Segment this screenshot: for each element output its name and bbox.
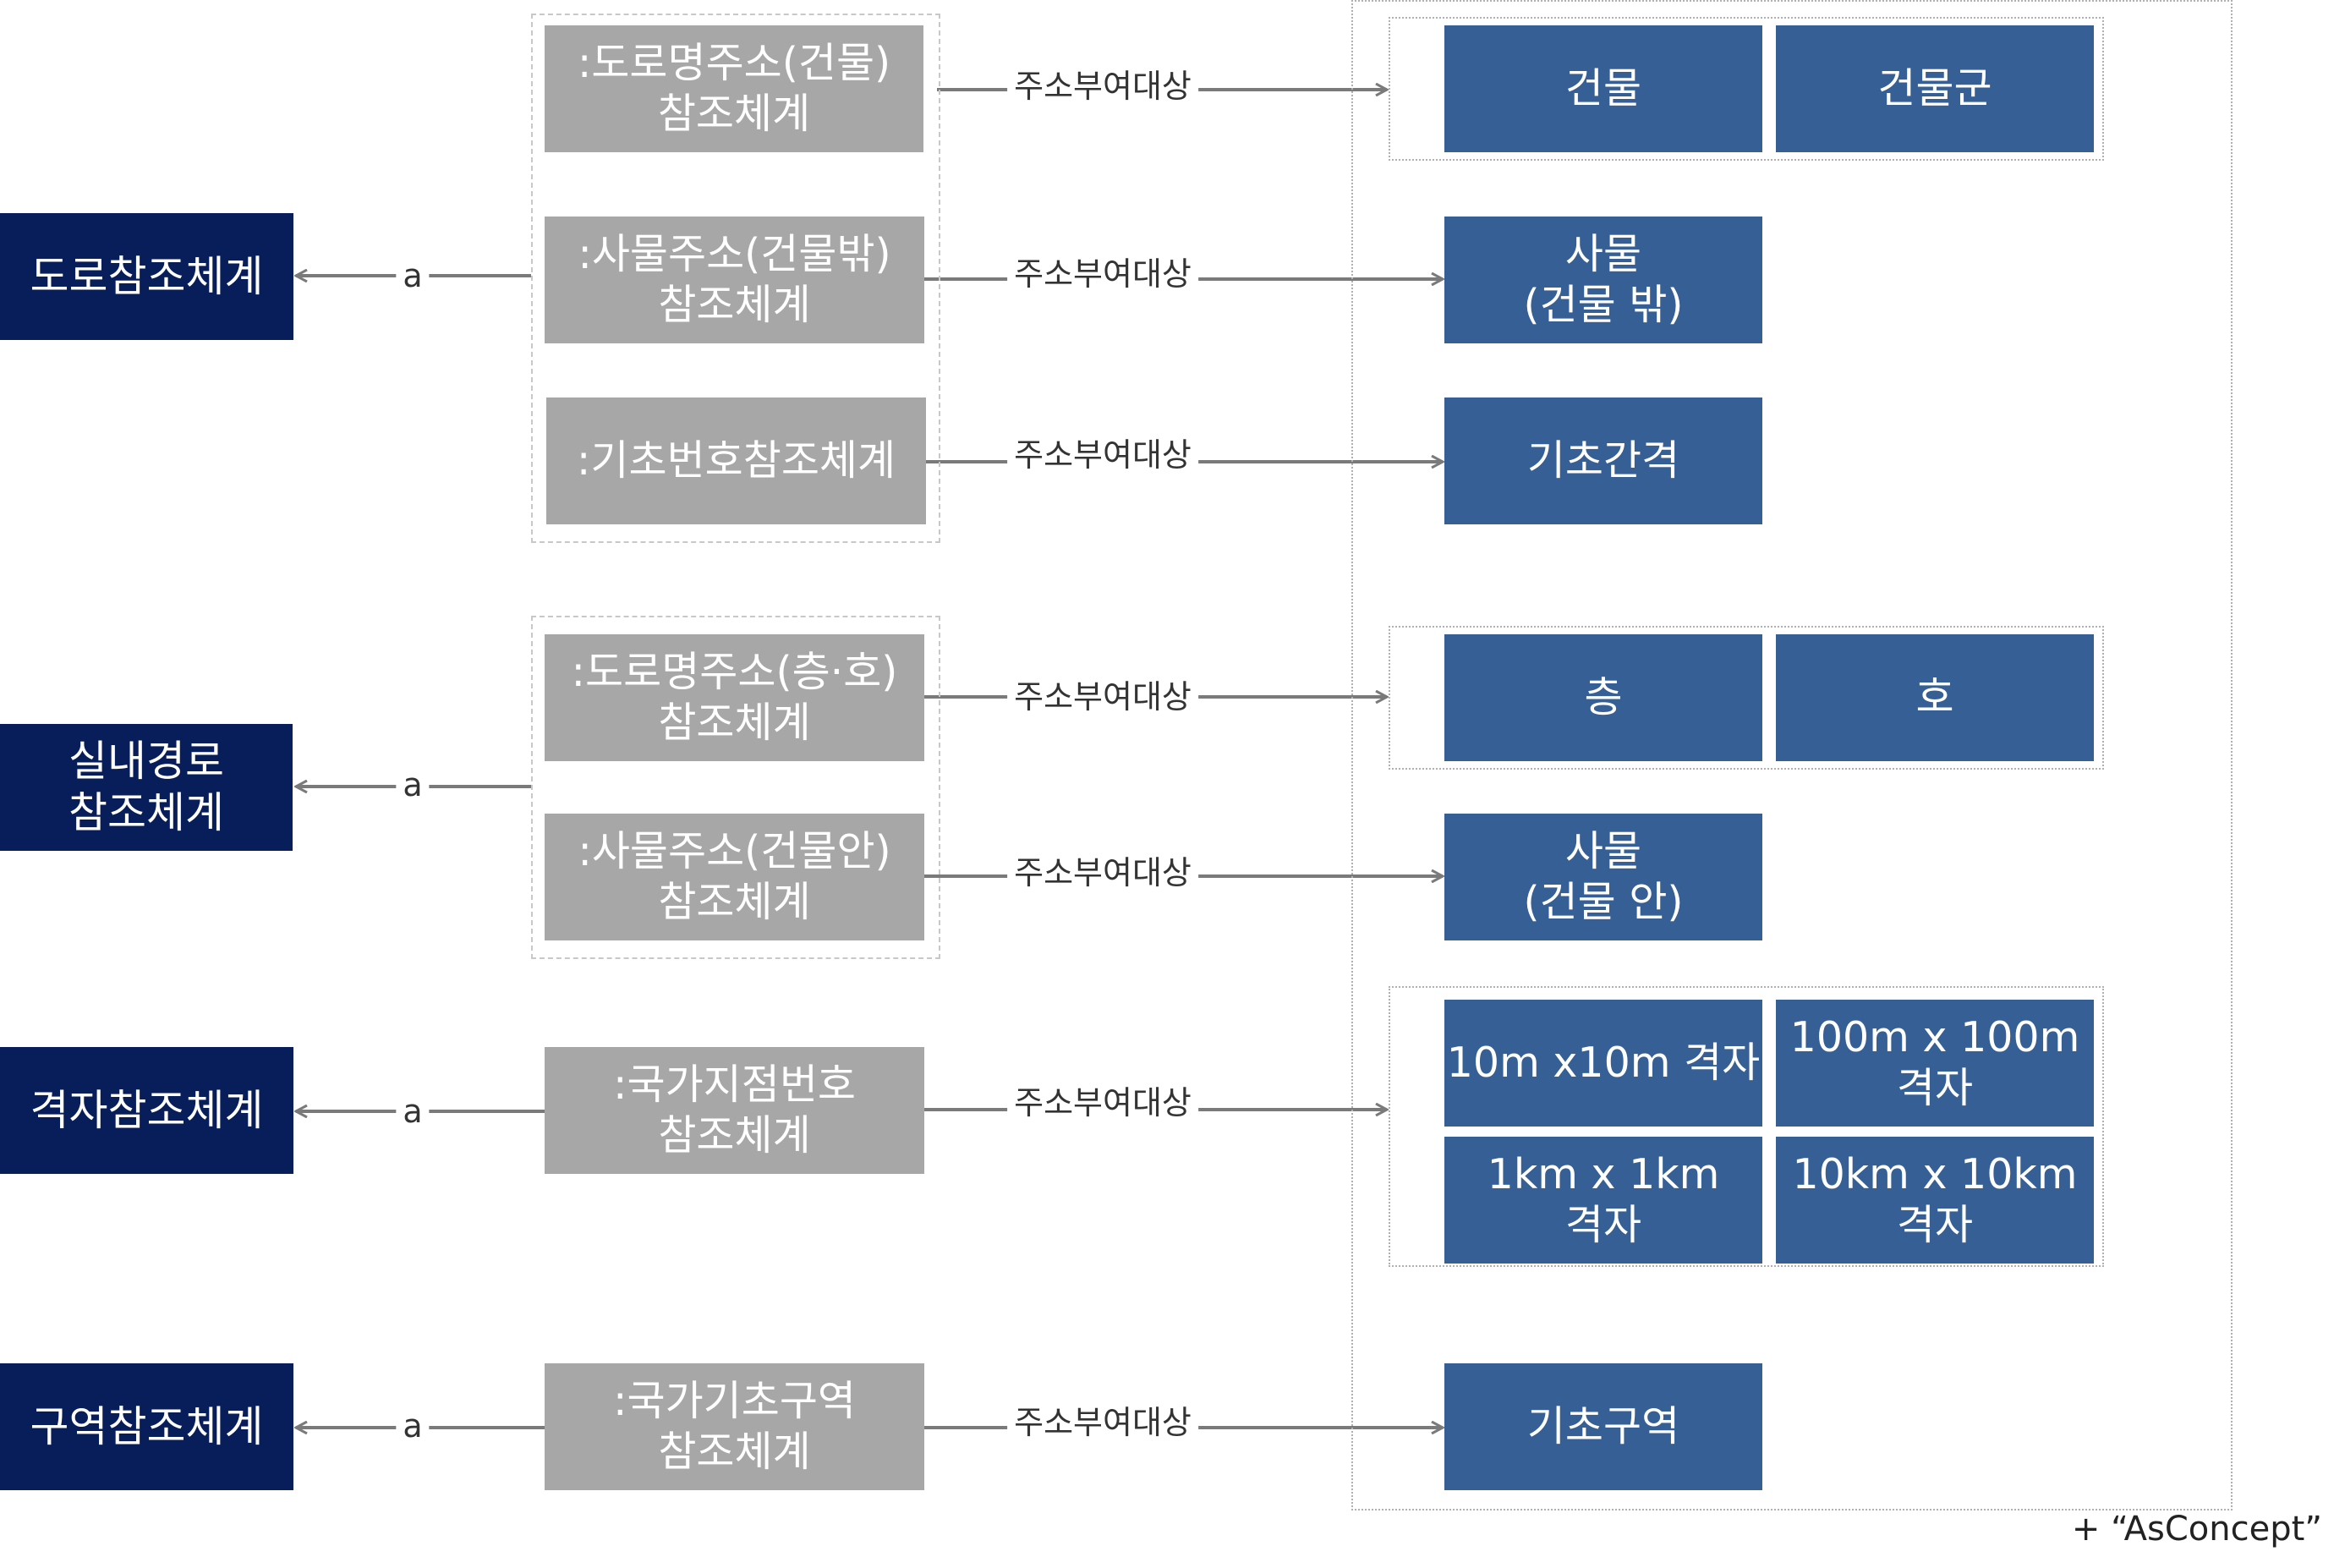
target-grid-1km: 1km x 1km 격자	[1444, 1137, 1762, 1264]
target-base-zone: 기초구역	[1444, 1363, 1762, 1490]
target-outer-group	[1351, 0, 2233, 1510]
association-label-road: a	[396, 260, 430, 292]
target-thing-inside: 사물 (건물 안)	[1444, 814, 1762, 940]
association-label-grid: a	[396, 1095, 430, 1127]
target-base-interval: 기초간격	[1444, 397, 1762, 524]
indoor-class-group	[531, 616, 940, 959]
road-building-class: :도로명주소(건물) 참조체계	[545, 25, 923, 152]
building-target-group	[1389, 17, 2104, 161]
target-unit: 호	[1776, 634, 2094, 761]
floor-unit-target-group	[1389, 626, 2104, 770]
relation-label-base-interval: 주소부여대상	[1007, 439, 1198, 471]
national-point-class: :국가지점번호 참조체계	[545, 1047, 924, 1174]
road-reference-system: 도로참조체계	[0, 213, 293, 340]
target-thing-outside: 사물 (건물 밖)	[1444, 217, 1762, 343]
relation-label-building: 주소부여대상	[1007, 70, 1198, 102]
national-zone-class: :국가기초구역 참조체계	[545, 1363, 924, 1490]
road-class-group	[531, 14, 940, 543]
indoor-reference-system: 실내경로 참조체계	[0, 724, 293, 851]
grid-target-group	[1389, 986, 2104, 1267]
association-label-indoor: a	[396, 769, 430, 801]
target-grid-10km: 10km x 10km 격자	[1776, 1137, 2094, 1264]
relation-label-grid: 주소부여대상	[1007, 1087, 1198, 1119]
target-grid-100m: 100m x 100m 격자	[1776, 1000, 2094, 1127]
thing-outside-class: :사물주소(건물밖) 참조체계	[545, 217, 924, 343]
as-concept-note: + “AsConcept”	[2071, 1510, 2322, 1549]
target-grid-10m: 10m x10m 격자	[1444, 1000, 1762, 1127]
road-floor-class: :도로명주소(층·호) 참조체계	[545, 634, 924, 761]
relation-label-thing-outside: 주소부여대상	[1007, 258, 1198, 290]
relation-label-base-zone: 주소부여대상	[1007, 1406, 1198, 1439]
relation-label-thing-inside: 주소부여대상	[1007, 857, 1198, 889]
target-building-group: 건물군	[1776, 25, 2094, 152]
association-label-zone: a	[396, 1410, 430, 1442]
base-number-class: :기초번호참조체계	[546, 397, 926, 524]
zone-reference-system: 구역참조체계	[0, 1363, 293, 1490]
thing-inside-class: :사물주소(건물안) 참조체계	[545, 814, 924, 940]
target-building: 건물	[1444, 25, 1762, 152]
grid-reference-system: 격자참조체계	[0, 1047, 293, 1174]
target-floor: 층	[1444, 634, 1762, 761]
relation-label-floor: 주소부여대상	[1007, 681, 1198, 713]
